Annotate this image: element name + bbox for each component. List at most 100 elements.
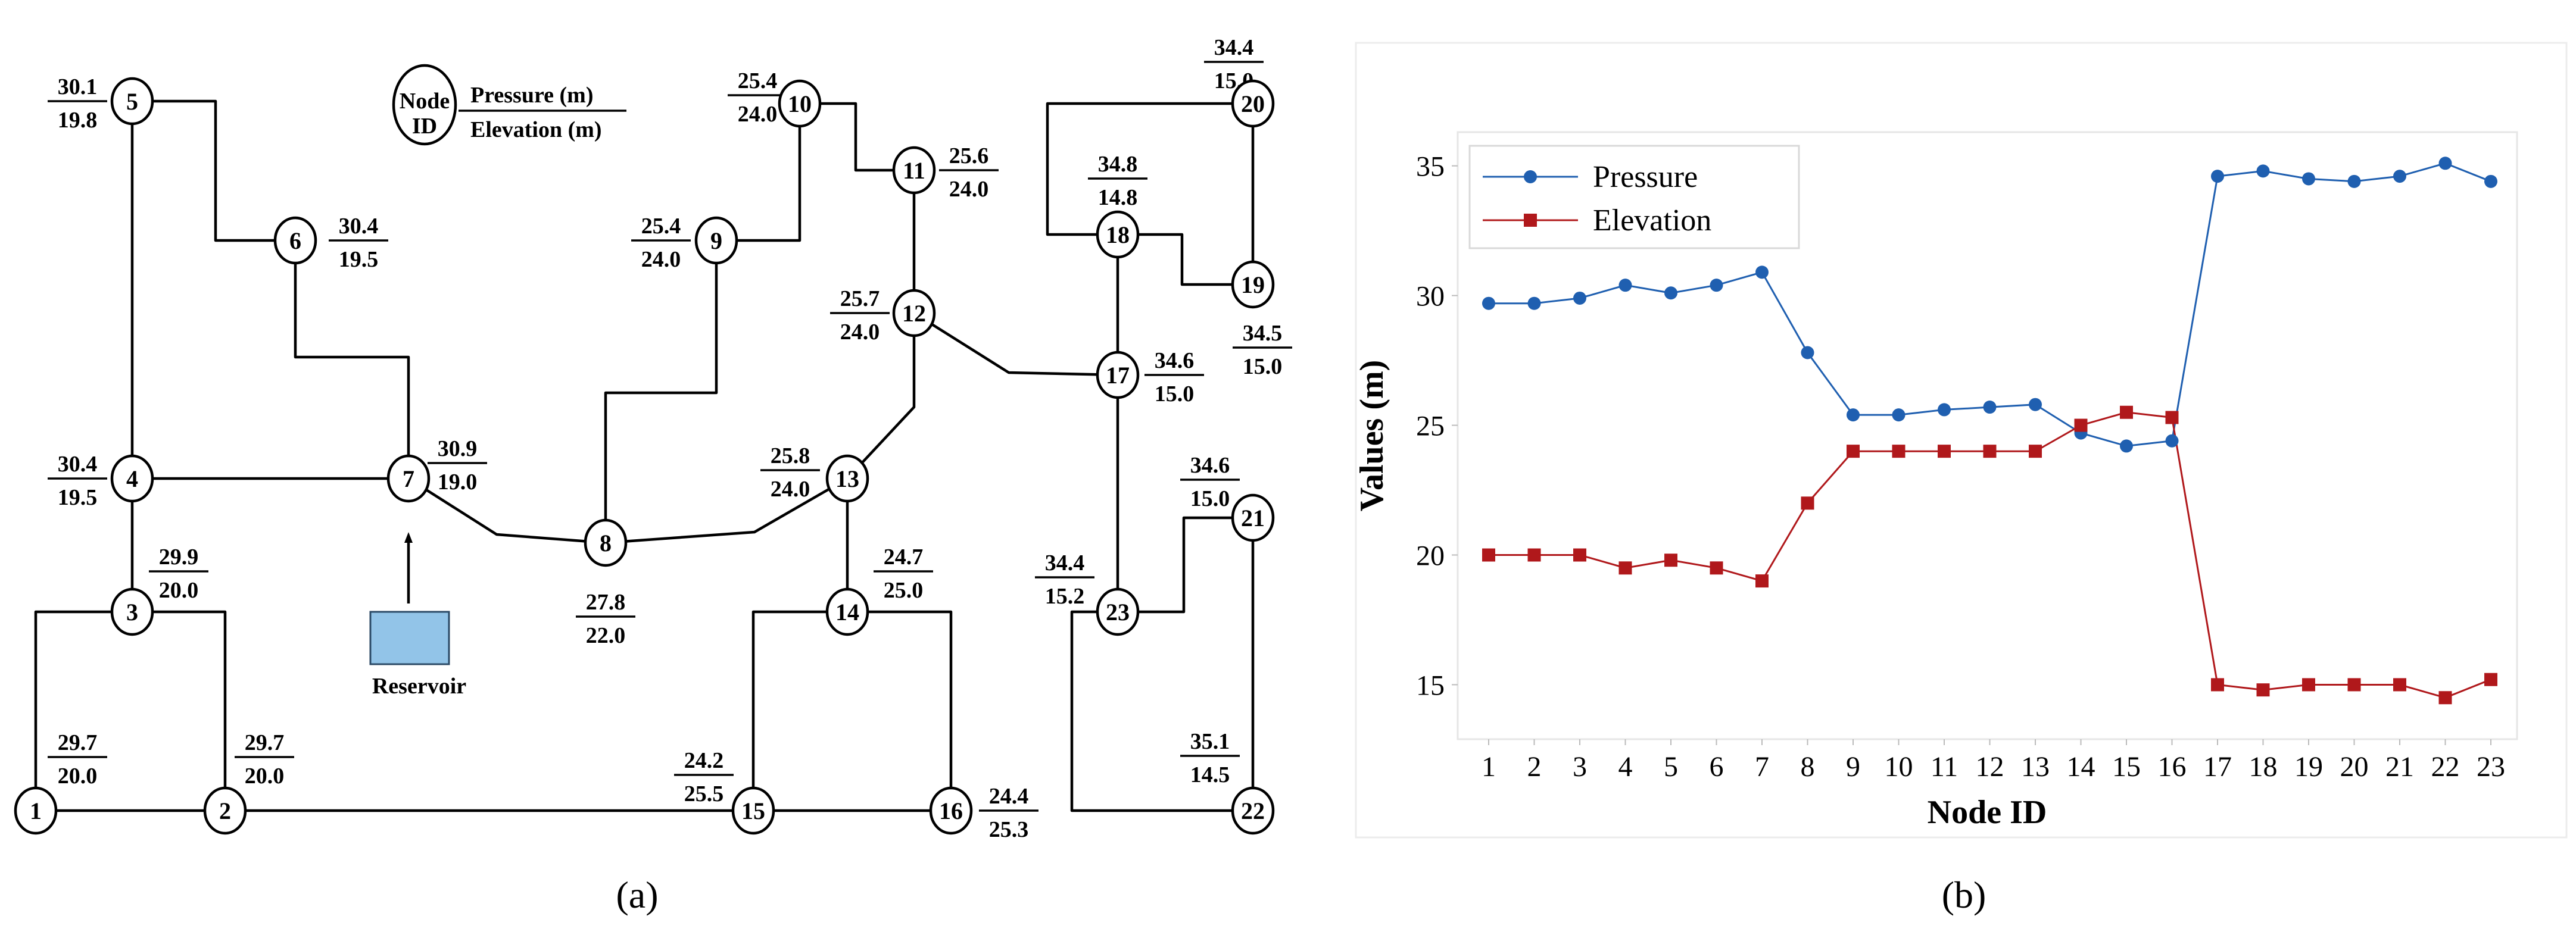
node-9-values: 25.424.0 [631,214,691,272]
pressure-point [2393,170,2406,183]
legend-elevation-label: Elevation (m) [470,117,602,142]
x-tick-label: 11 [1931,751,1958,783]
node-21: 21 [1231,493,1275,542]
node-2: 2 [203,786,247,835]
node-id-label: 8 [600,530,612,556]
node-id-label: 22 [1241,798,1265,824]
pipe-1-3 [34,610,132,811]
node-16: 16 [929,786,973,835]
node-21-values: 34.615.0 [1180,453,1240,511]
pipe-10-11 [800,102,914,172]
elevation-value: 20.0 [58,764,98,789]
elevation-point [2211,678,2224,692]
pressure-point [2256,164,2270,178]
node-value-labels: 29.720.029.720.029.920.030.419.530.119.8… [48,35,1292,842]
elevation-point [2393,678,2406,692]
x-tick-label: 18 [2249,751,2278,783]
elevation-value: 19.5 [58,485,98,510]
node-4: 4 [110,454,154,503]
pipe-14-15 [751,610,847,811]
x-tick-label: 9 [1846,751,1860,783]
pressure-value: 29.9 [159,545,199,570]
pressure-value: 34.4 [1045,551,1085,576]
elevation-point [2347,678,2361,692]
node-2-values: 29.720.0 [235,730,294,789]
x-tick-label: 3 [1573,751,1587,783]
node-circle [1096,210,1140,259]
pipe-8-9 [604,240,718,543]
node-id-label: 13 [835,465,859,492]
pipe-14-16 [847,610,953,811]
node-circle [110,77,154,126]
node-1: 1 [14,786,58,835]
y-axis-title: Values (m) [1354,360,1390,512]
x-tick-label: 12 [1976,751,2004,783]
node-17-values: 34.615.0 [1144,348,1204,406]
node-13: 13 [825,454,869,503]
node-id-label: 21 [1241,505,1265,531]
pressure-point [2120,439,2133,453]
elevation-value: 22.0 [586,623,626,648]
pipe-7-8 [407,477,606,545]
pipe-12-13 [846,313,916,480]
node-6-values: 30.419.5 [329,214,388,272]
pressure-point [1892,408,1906,422]
pressure-point [2438,157,2452,170]
pressure-point [2029,398,2042,411]
node-id-label: 20 [1241,90,1265,117]
elevation-point [1983,445,1997,458]
node-id-label: 9 [710,227,722,254]
elevation-point [1755,574,1769,588]
node-id-label: 11 [903,157,925,184]
panel-b-caption: (b) [1942,874,1986,916]
elevation-point [1710,561,1723,575]
x-tick-label: 8 [1801,751,1815,783]
elevation-point [2074,418,2088,432]
node-circle [14,786,58,835]
node-circle [203,786,247,835]
x-tick-label: 6 [1710,751,1724,783]
node-id-label: 15 [741,798,765,824]
node-circle [110,587,154,636]
node-circle [892,289,936,337]
pipe-23-22 [1070,610,1253,812]
node-id-label: 16 [939,798,963,824]
node-11: 11 [892,146,936,195]
legend-id-label: ID [412,114,437,139]
pressure-value: 24.7 [884,545,924,570]
elevation-value: 24.0 [949,177,989,202]
node-circle [892,146,936,195]
elevation-value: 20.0 [159,578,199,603]
node-23: 23 [1096,587,1140,636]
node-7-values: 30.919.0 [428,436,487,495]
node-circle [1231,786,1275,835]
y-tick-label: 20 [1416,540,1445,572]
node-circle [1096,587,1140,636]
node-id-label: 1 [30,798,42,824]
x-tick-label: 20 [2340,751,2369,783]
node-5-values: 30.119.8 [48,74,107,133]
node-id-label: 7 [403,465,414,492]
node-circle [825,454,869,503]
elevation-value: 25.0 [884,578,924,603]
y-tick-label: 15 [1416,670,1445,701]
node-18-values: 34.814.8 [1088,152,1147,210]
x-tick-label: 19 [2294,751,2323,783]
pressure-value: 34.6 [1155,348,1195,373]
pressure-value: 29.7 [58,730,98,755]
pressure-point [1938,403,1951,417]
node-id-label: 5 [126,88,138,115]
pressure-value: 25.7 [840,286,880,311]
node-circle [825,587,869,636]
node-16-values: 24.425.3 [979,784,1038,842]
x-tick-label: 7 [1755,751,1769,783]
node-4-values: 30.419.5 [48,452,107,510]
x-tick-label: 23 [2477,751,2505,783]
node-circle [1231,260,1275,309]
elevation-point [2165,411,2179,424]
node-8-values: 27.822.0 [576,590,635,648]
elevation-value: 20.0 [245,764,285,789]
series-markers [1482,157,2497,705]
elevation-value: 15.0 [1243,354,1283,379]
pressure-point [2302,172,2315,186]
